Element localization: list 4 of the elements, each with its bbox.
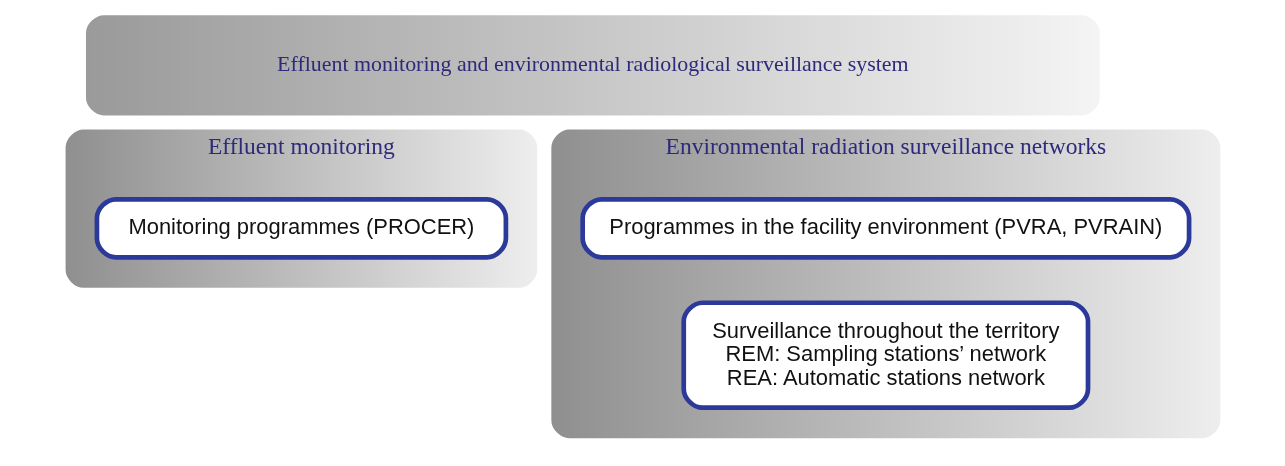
node-box: Monitoring programmes (PROCER) <box>94 196 508 260</box>
node-box: Effluent monitoring and environmental radiological surveillance system <box>83 13 1101 118</box>
node-box: Programmes in the facility environment (PVRA, PVRAIN) <box>579 196 1191 260</box>
node-box: Surveillance throughout the territory REM: Sampling stations’ network REA: Automatic stations network <box>680 300 1090 411</box>
